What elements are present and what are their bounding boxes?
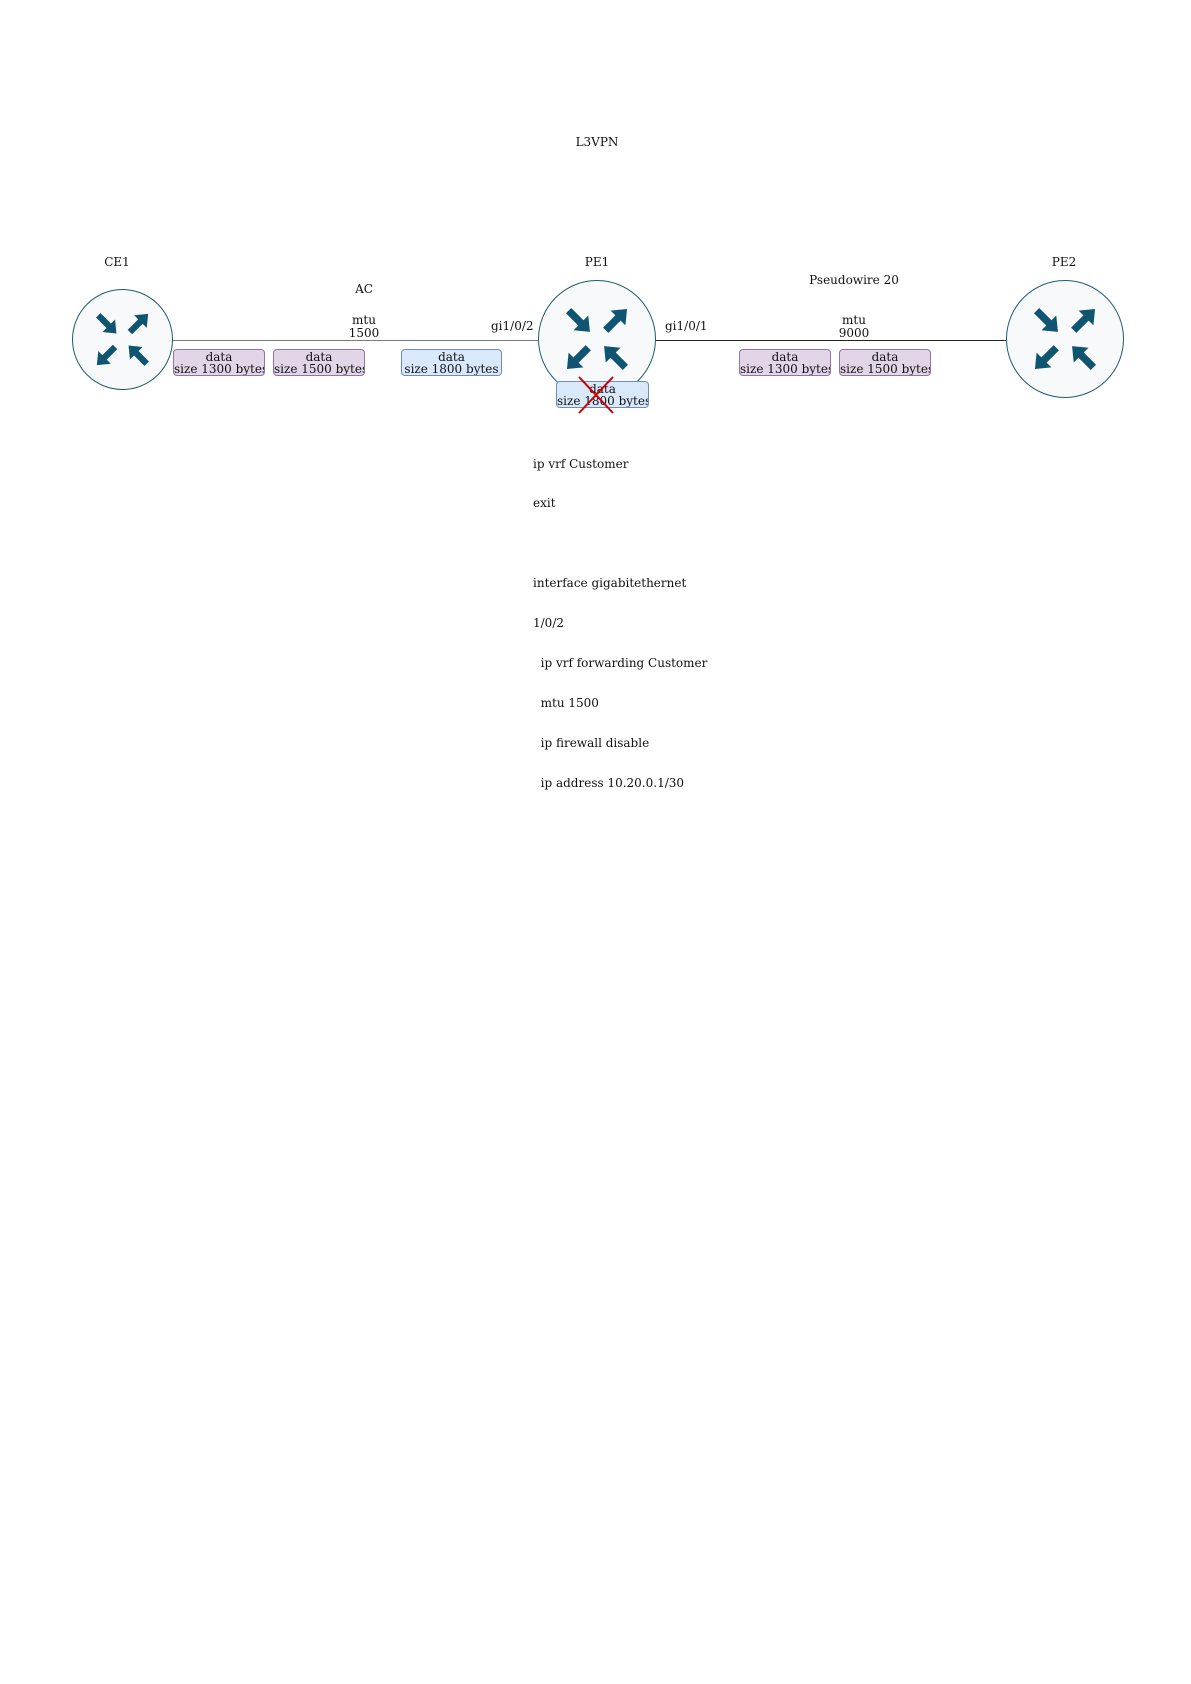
packet-pw-1300: data size 1300 bytes (739, 349, 831, 376)
ac-link-label: AC (355, 282, 373, 296)
config-line: exit (533, 496, 556, 511)
pseudowire-mtu-label: mtu 9000 (839, 314, 870, 340)
packet-type: data (205, 350, 233, 364)
packet-size: size 1500 bytes (274, 362, 365, 376)
config-line: ip address 10.20.0.1/30 (533, 775, 685, 790)
pe1-config-block: ip vrf Customer exit ​ interface gigabit… (533, 431, 707, 803)
router-icon (96, 313, 149, 366)
ce1-router[interactable] (72, 289, 173, 390)
packet-size: size 1300 bytes (174, 362, 265, 376)
drop-x-icon (578, 376, 614, 414)
pe1-port-gi1-0-1: gi1/0/1 (665, 319, 708, 333)
config-line: ​ (533, 537, 707, 550)
packet-type: data (771, 350, 799, 364)
packet-type: data (305, 350, 333, 364)
packet-ac-1500: data size 1500 bytes (273, 349, 365, 376)
pe1-port-gi1-0-2: gi1/0/2 (491, 319, 534, 333)
packet-size: size 1800 bytes (404, 362, 499, 376)
pe1-router[interactable] (538, 280, 656, 398)
config-line: ip vrf forwarding Customer (533, 656, 708, 671)
router-icon (565, 307, 629, 371)
pe2-router[interactable] (1006, 280, 1124, 398)
config-line: ip vrf Customer (533, 456, 629, 471)
packet-size: size 1500 bytes (840, 362, 931, 376)
ac-mtu-key: mtu (352, 313, 376, 327)
pseudowire-mtu-key: mtu (842, 313, 866, 327)
ac-mtu-value: 1500 (348, 326, 380, 340)
ac-link-line (172, 340, 538, 341)
packet-type: data (871, 350, 899, 364)
pe1-label: PE1 (584, 255, 610, 269)
packet-type: data (438, 350, 465, 364)
ac-mtu-label: mtu 1500 (349, 314, 380, 340)
pseudowire-link-label: Pseudowire 20 (809, 273, 899, 287)
packet-pw-1500: data size 1500 bytes (839, 349, 931, 376)
config-line: mtu 1500 (533, 695, 599, 710)
diagram-title: L3VPN (575, 135, 619, 149)
pseudowire-link-line (656, 340, 1006, 341)
pe2-label: PE2 (1051, 255, 1077, 269)
config-line: 1/0/2 (533, 616, 564, 631)
packet-ac-1800: data size 1800 bytes (401, 349, 502, 376)
packet-size: size 1300 bytes (740, 362, 831, 376)
ce1-label: CE1 (104, 255, 130, 269)
config-line: ip firewall disable (533, 735, 650, 750)
packet-ac-1300: data size 1300 bytes (173, 349, 265, 376)
pseudowire-mtu-value: 9000 (838, 326, 870, 340)
router-icon (1033, 307, 1097, 371)
config-line: interface gigabitethernet (533, 576, 687, 591)
